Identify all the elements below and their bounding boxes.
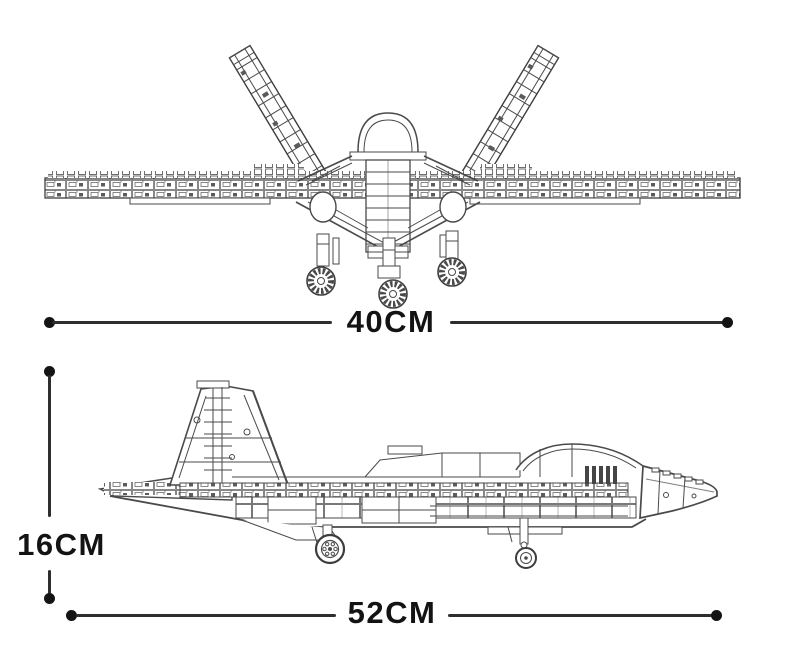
- front-left-intake: [309, 191, 337, 223]
- front-right-intake: [439, 191, 467, 223]
- side-landing-gear: [311, 517, 537, 569]
- front-landing-gear: [306, 230, 467, 309]
- dimension-endpoint-dot: [44, 317, 55, 328]
- dimension-endpoint-dot: [66, 610, 77, 621]
- side-fuselage: [109, 445, 647, 541]
- dimension-endpoint-dot: [44, 366, 55, 377]
- front-view-drawing: [44, 44, 741, 309]
- dimension-line: [450, 321, 726, 324]
- front-fuselage: [295, 112, 481, 259]
- dimension-endpoint-dot: [44, 593, 55, 604]
- dimension-line: [448, 614, 712, 617]
- dimension-label-wingspan: 40CM: [346, 304, 436, 339]
- side-view-drawing: [97, 380, 718, 569]
- dimension-label-height: 16CM: [17, 527, 106, 562]
- dimension-endpoint-dot: [722, 317, 733, 328]
- dimension-line: [48, 375, 51, 517]
- dimension-label-length: 52CM: [347, 595, 437, 630]
- dimension-endpoint-dot: [711, 610, 722, 621]
- dimension-line: [76, 614, 336, 617]
- side-cockpit-grille: [585, 466, 617, 484]
- front-left-tail: [228, 44, 330, 190]
- side-canopy-nose: [515, 443, 718, 520]
- side-vertical-fin: [168, 380, 290, 486]
- dimension-line: [48, 570, 51, 594]
- dimension-line: [52, 321, 332, 324]
